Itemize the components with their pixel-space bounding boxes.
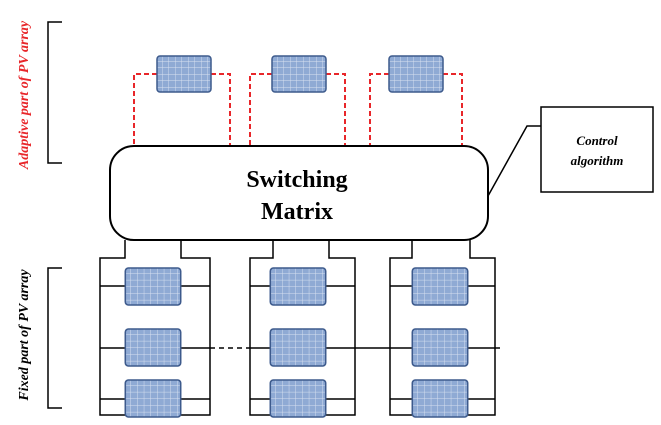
adaptive-part-label: Adaptive part of PV array xyxy=(17,20,32,170)
fixed-part-label: Fixed part of PV array xyxy=(17,269,32,402)
adaptive-bracket xyxy=(47,21,62,164)
fixed-pv-panel-c3-r3 xyxy=(411,379,469,418)
fixed-pv-panel-c1-r2 xyxy=(124,328,182,367)
adaptive-wiring xyxy=(133,73,463,146)
switching-matrix-line2: Matrix xyxy=(261,199,333,225)
fixed-pv-panel-c2-r3 xyxy=(269,379,327,418)
adaptive-pv-panel-2 xyxy=(271,55,327,93)
fixed-pv-panel-c1-r1 xyxy=(124,267,182,306)
fixed-pv-panel-c2-r1 xyxy=(269,267,327,306)
control-connector-line xyxy=(487,125,541,197)
fixed-pv-panel-c1-r3 xyxy=(124,379,182,418)
control-algorithm-line2: algorithm xyxy=(571,153,624,168)
control-algorithm-line1: Control xyxy=(576,133,618,148)
fixed-pv-panel-c3-r1 xyxy=(411,267,469,306)
switching-matrix-box xyxy=(109,145,489,241)
adaptive-pv-panel-1 xyxy=(156,55,212,93)
switching-matrix-line1: Switching xyxy=(246,167,347,193)
fixed-pv-panel-c2-r2 xyxy=(269,328,327,367)
control-algorithm-box xyxy=(540,106,654,193)
fixed-pv-panel-c3-r2 xyxy=(411,328,469,367)
adaptive-pv-panel-3 xyxy=(388,55,444,93)
fixed-bracket xyxy=(47,267,62,409)
